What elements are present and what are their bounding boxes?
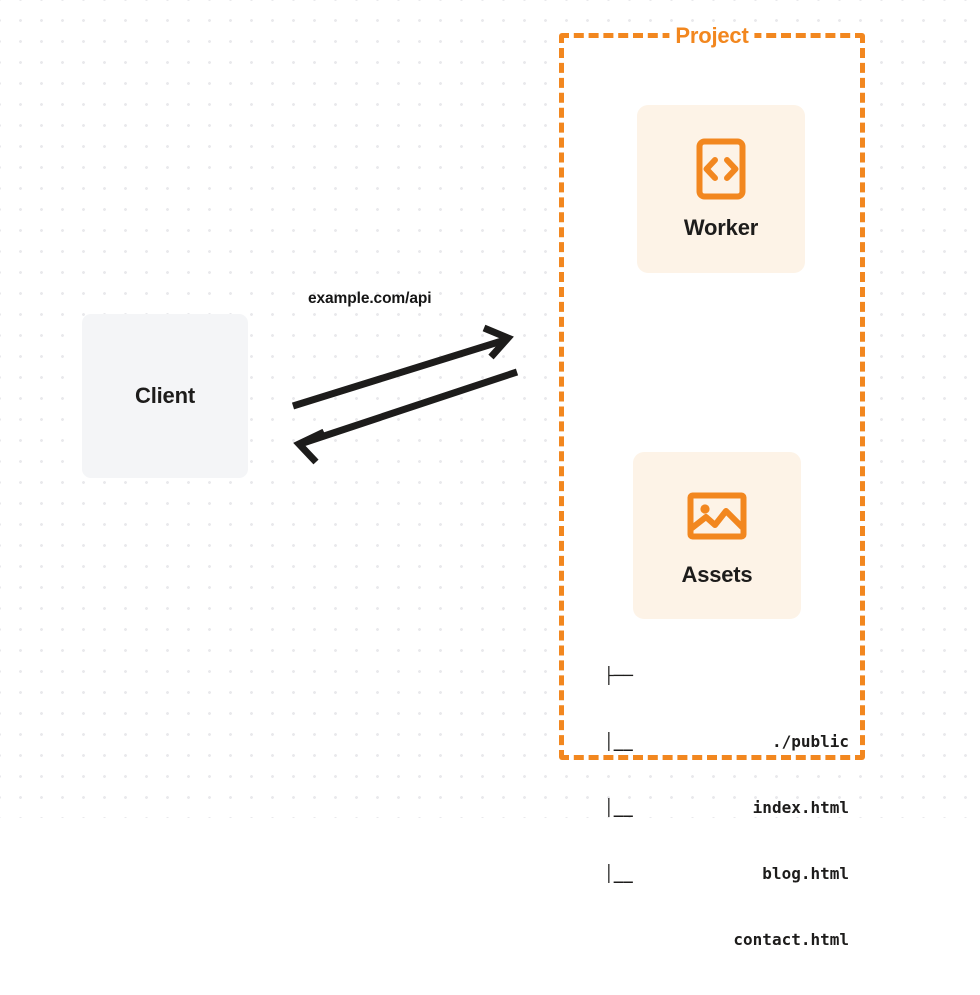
tree-branch-glyph: ├── xyxy=(604,666,633,685)
tree-branch-glyph: │__ xyxy=(604,732,633,751)
response-arrow-head xyxy=(293,428,326,465)
file-tree-row: │__ contact.html xyxy=(604,863,849,949)
client-label: Client xyxy=(135,383,195,408)
worker-card[interactable]: Worker xyxy=(637,105,805,273)
request-arrow-line xyxy=(291,336,507,410)
edge-label: example.com/api xyxy=(308,290,432,307)
tree-item-name: index.html xyxy=(752,798,849,817)
tree-branch-glyph: │__ xyxy=(604,864,633,883)
code-brackets-icon xyxy=(696,138,746,200)
worker-card-label: Worker xyxy=(683,215,759,240)
tree-item-name: ./public xyxy=(771,732,849,751)
project-container: Project Worker Assets ├── ./public xyxy=(559,23,865,949)
project-title: Project xyxy=(669,23,755,49)
file-tree-row: │__ index.html xyxy=(604,731,849,817)
file-tree-row: │__ blog.html xyxy=(604,797,849,883)
request-arrow-head xyxy=(482,324,514,360)
tree-branch-glyph: │__ xyxy=(604,798,633,817)
response-arrow-line xyxy=(301,368,519,447)
file-tree-row: ├── ./public xyxy=(604,665,849,751)
assets-card[interactable]: Assets xyxy=(633,452,801,619)
assets-file-tree: ├── ./public │__ index.html │__ blog.htm… xyxy=(604,621,849,949)
image-icon xyxy=(687,492,747,539)
tree-item-name: contact.html xyxy=(733,930,849,949)
client-node[interactable]: Client xyxy=(82,314,248,478)
assets-card-label: Assets xyxy=(681,561,753,587)
architecture-diagram: Client example.com/api Project Worker xyxy=(0,0,980,949)
